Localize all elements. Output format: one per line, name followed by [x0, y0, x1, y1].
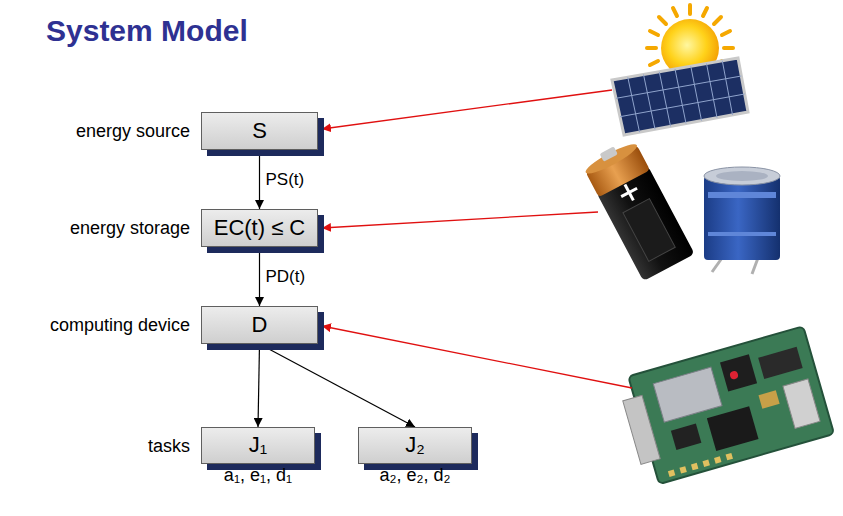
- power-label: PD(t): [264, 267, 308, 287]
- pointer-lines: [322, 90, 632, 388]
- illustration-part: [758, 347, 803, 379]
- illustration-part: [322, 326, 632, 388]
- illustration-part: [673, 8, 677, 16]
- illustration-part: [650, 61, 658, 65]
- illustration-part: [644, 75, 656, 130]
- box-label: D: [252, 313, 268, 337]
- illustration-part: [729, 370, 739, 380]
- task-parameters: a₁, e₁, d₁: [224, 465, 292, 486]
- illustration-part: [583, 140, 640, 178]
- illustration-part: [720, 354, 757, 391]
- slide-title: System Model: [46, 14, 248, 48]
- illustration-part: [659, 17, 666, 24]
- illustration-part: [691, 463, 698, 470]
- illustration-part: [716, 171, 768, 181]
- box-label: J₁: [249, 433, 267, 457]
- box-label: J₂: [405, 433, 425, 457]
- illustration-part: [600, 146, 618, 161]
- illustration-part: [783, 379, 820, 428]
- illustration-part: [612, 58, 748, 135]
- box-label: S: [252, 119, 267, 143]
- illustration-part: [659, 72, 670, 127]
- illustration-part: [703, 460, 710, 467]
- task-box: J₂: [358, 427, 472, 464]
- storage-box: EC(t) ≤ C: [201, 209, 318, 247]
- row-label: tasks: [148, 436, 190, 457]
- illustration-part: [668, 453, 733, 477]
- illustration-part: [688, 5, 692, 14]
- illustration-part: [722, 31, 730, 35]
- illustration-part: [628, 77, 640, 132]
- illustration-part: [668, 469, 675, 476]
- source-box: S: [201, 112, 318, 150]
- illustration-part: [712, 258, 722, 272]
- illustration-part: [704, 176, 780, 260]
- task-box: J₁: [201, 427, 315, 464]
- battery-icon: [581, 136, 695, 281]
- illustration-part: [653, 367, 722, 422]
- illustration-part: [714, 456, 721, 463]
- row-label: energy storage: [70, 218, 190, 239]
- illustration-part: [724, 46, 733, 50]
- row-label: computing device: [50, 315, 190, 336]
- illustration-part: [620, 94, 745, 117]
- flow-arrow: [259, 150, 260, 209]
- flow-arrow: [260, 344, 416, 427]
- illustration-part: [625, 185, 633, 201]
- illustration-part: [647, 46, 656, 50]
- illustration-part: [722, 61, 732, 115]
- illustration-part: [703, 8, 707, 16]
- illustration-part: [628, 326, 834, 484]
- supercapacitor-icon: [704, 167, 780, 274]
- illustration-part: [679, 466, 686, 473]
- row-label: energy source: [76, 121, 190, 142]
- illustration-part: [707, 406, 759, 451]
- illustration-part: [708, 232, 776, 236]
- illustration-part: [616, 61, 745, 132]
- illustration-part: [322, 90, 612, 129]
- illustration-part: [752, 258, 758, 274]
- illustration-part: [726, 453, 733, 460]
- illustration-part: [650, 31, 658, 35]
- illustration-part: [671, 424, 702, 450]
- power-label: PS(t): [264, 170, 307, 190]
- flow-arrow: [258, 344, 260, 427]
- illustration-part: [691, 66, 702, 120]
- flow-arrow: [259, 247, 260, 306]
- solar-panel: [612, 58, 748, 135]
- illustration-part: [704, 167, 780, 185]
- task-parameters: a₂, e₂, d₂: [380, 465, 451, 486]
- illustration-part: [623, 199, 675, 262]
- illustration-part: [617, 180, 641, 204]
- illustration-part: [758, 390, 779, 408]
- box-label: EC(t) ≤ C: [214, 216, 306, 240]
- illustration-part: [322, 212, 598, 228]
- illustration-part: [675, 69, 686, 124]
- illustration-part: [708, 192, 776, 198]
- device-box: D: [201, 306, 318, 344]
- illustration-part: [623, 395, 660, 464]
- sensor-board: [617, 326, 834, 487]
- illustration-part: [707, 64, 718, 118]
- illustration-part: [714, 17, 721, 24]
- illustration-part: [616, 76, 741, 98]
